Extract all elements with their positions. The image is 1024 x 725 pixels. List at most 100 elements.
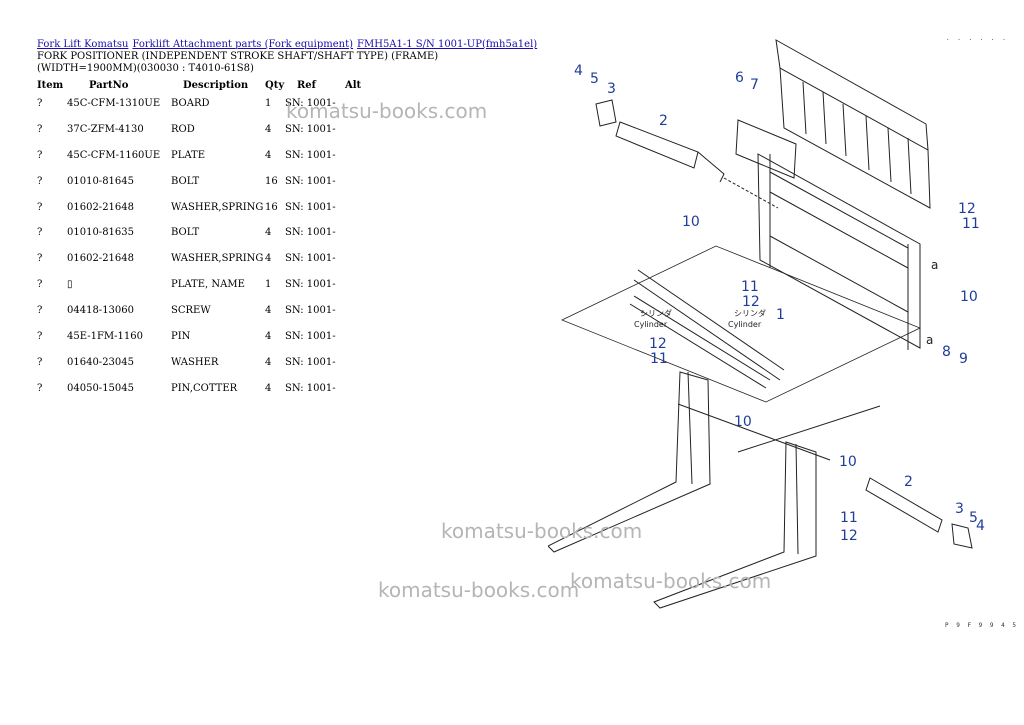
callout-10: 10 <box>960 289 978 305</box>
table-row: ? 37C-ZFM-4130 ROD 4 SN: 1001- <box>37 118 365 144</box>
callout-10: 10 <box>734 414 752 430</box>
cell-partno: 45E-1FM-1160 <box>67 331 143 343</box>
cell-alt <box>345 196 365 222</box>
diagram-linework <box>548 39 973 609</box>
cell-item: ? <box>37 279 43 291</box>
cell-alt <box>345 325 365 351</box>
cell-alt <box>345 273 365 299</box>
callout-7: 7 <box>750 77 759 93</box>
callout-4: 4 <box>976 518 985 534</box>
cell-partno: 01010-81635 <box>67 227 135 239</box>
cell-ref: SN: 1001- <box>285 201 336 213</box>
cell-qty: 1 <box>265 279 272 291</box>
breadcrumb-link-attachment[interactable]: Forklift Attachment parts (Fork equipmen… <box>132 39 354 50</box>
cell-item: ? <box>37 98 43 109</box>
mark-a-right: a <box>931 258 938 272</box>
callout-8: 8 <box>942 344 951 360</box>
cell-partno: 37C-ZFM-4130 <box>67 123 144 135</box>
cell-qty: 4 <box>265 305 272 317</box>
table-header-row: Item PartNo Description Qty Ref Alt <box>37 78 365 92</box>
cell-partno: 45C-CFM-1310UE <box>67 98 161 109</box>
cell-description: BOARD <box>171 98 210 109</box>
col-header-item: Item <box>37 79 64 91</box>
drawing-code-top: . . . . . . <box>946 35 1008 42</box>
callout-11: 11 <box>840 510 858 526</box>
drawing-code-bottom: P 9 F 9 9 4 5 <box>945 622 1018 629</box>
cell-description: PIN <box>171 331 191 343</box>
breadcrumb-link-model[interactable]: FMH5A1-1 S/N 1001-UP(fmh5a1el) <box>357 39 538 50</box>
cell-ref: SN: 1001- <box>285 149 336 161</box>
cell-partno: 45C-CFM-1160UE <box>67 149 161 161</box>
cell-qty: 4 <box>265 382 272 394</box>
cell-qty: 4 <box>265 123 272 135</box>
cell-alt <box>345 351 365 377</box>
cell-description: BOLT <box>171 175 200 187</box>
cell-alt <box>345 144 365 170</box>
callout-9: 9 <box>959 351 968 367</box>
callout-2: 2 <box>659 113 668 129</box>
cell-alt <box>345 247 365 273</box>
callout-labels: 4 5 3 2 6 7 10 12 11 11 12 1 10 12 11 8 … <box>574 63 985 544</box>
cell-ref: SN: 1001- <box>285 305 336 317</box>
col-header-ref: Ref <box>297 79 316 91</box>
cell-ref: SN: 1001- <box>285 175 336 187</box>
cell-ref: SN: 1001- <box>285 123 336 135</box>
exploded-parts-diagram: 4 5 3 2 6 7 10 12 11 11 12 1 10 12 11 8 … <box>548 39 985 609</box>
callout-12: 12 <box>649 336 667 352</box>
cell-qty: 4 <box>265 253 272 265</box>
cell-description: PIN,COTTER <box>171 382 238 394</box>
cell-ref: SN: 1001- <box>285 279 336 291</box>
cell-ref: SN: 1001- <box>285 253 336 265</box>
cell-ref: SN: 1001- <box>285 356 336 368</box>
cell-description: WASHER <box>171 356 219 368</box>
cell-description: BOLT <box>171 227 200 239</box>
cell-qty: 16 <box>265 201 278 213</box>
cylinder-label-en-right: Cylinder <box>728 320 762 329</box>
cell-item: ? <box>37 331 43 343</box>
cell-qty: 4 <box>265 149 272 161</box>
cell-description: ROD <box>171 123 195 135</box>
col-header-description: Description <box>183 79 249 91</box>
callout-3: 3 <box>607 81 616 97</box>
callout-4: 4 <box>574 63 583 79</box>
watermark: komatsu-books.com <box>378 578 580 602</box>
callout-5: 5 <box>969 510 978 526</box>
callout-12: 12 <box>958 201 976 217</box>
cell-alt <box>345 299 365 325</box>
cell-partno: 01640-23045 <box>67 356 135 368</box>
cell-ref: SN: 1001- <box>285 98 336 109</box>
cell-description: WASHER,SPRING <box>171 253 264 265</box>
cylinder-label-en-left: Cylinder <box>634 320 668 329</box>
col-header-qty: Qty <box>265 79 285 91</box>
mark-a-lower: a <box>926 333 933 347</box>
callout-5: 5 <box>590 71 599 87</box>
breadcrumb-link-forklift[interactable]: Fork Lift Komatsu <box>37 39 129 50</box>
cell-item: ? <box>37 149 43 161</box>
cell-ref: SN: 1001- <box>285 227 336 239</box>
cell-item: ? <box>37 201 43 213</box>
col-header-alt: Alt <box>345 79 362 91</box>
watermark: komatsu-books.com <box>286 99 488 123</box>
cell-item: ? <box>37 123 43 135</box>
cell-ref: SN: 1001- <box>285 382 336 394</box>
cell-item: ? <box>37 356 43 368</box>
cell-alt <box>345 221 365 247</box>
callout-10: 10 <box>682 214 700 230</box>
callout-11: 11 <box>741 279 759 295</box>
page-title: FORK POSITIONER (INDEPENDENT STROKE SHAF… <box>37 51 439 62</box>
cell-qty: 16 <box>265 175 278 187</box>
callout-2: 2 <box>904 474 913 490</box>
callout-3: 3 <box>955 501 964 517</box>
cell-partno: 04418-13060 <box>67 305 135 317</box>
cell-partno: 01602-21648 <box>67 201 135 213</box>
